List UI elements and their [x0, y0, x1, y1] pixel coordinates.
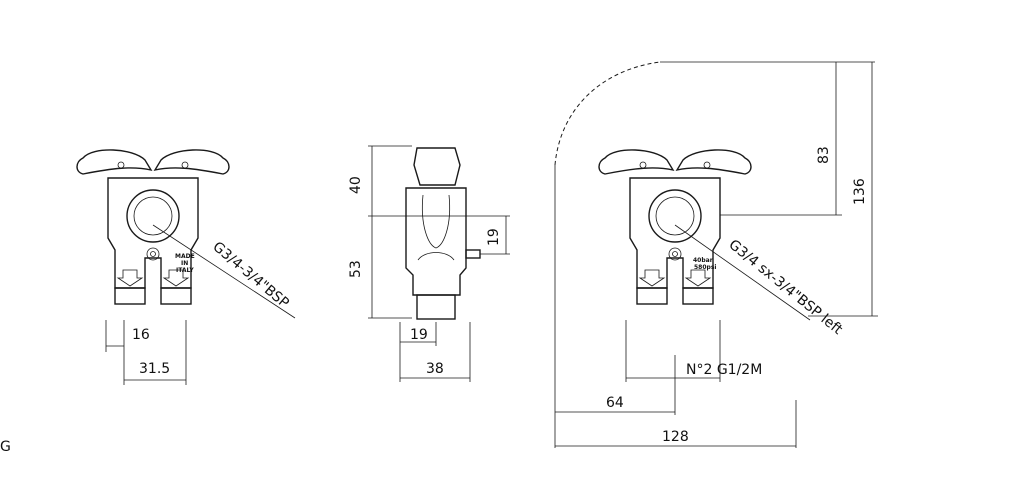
thread-label-left: G3/4-3/4"BSP [209, 239, 291, 312]
dim-40: 40 [348, 176, 364, 194]
in-label: IN [181, 260, 188, 267]
dim-16: 16 [132, 327, 150, 343]
left-front-view: MADE IN ITALY G3/4-3/4"BSP 16 31.5 [76, 149, 296, 385]
dim-53: 53 [348, 260, 364, 278]
dim-64: 64 [606, 395, 624, 411]
edge-fragment: G [0, 439, 11, 455]
dim-136: 136 [852, 178, 868, 205]
italy-label: ITALY [176, 267, 194, 274]
dim-31-5: 31.5 [139, 361, 170, 377]
made-label: MADE [175, 253, 195, 260]
dim-19-vertical: 19 [486, 228, 502, 246]
dim-19-horizontal: 19 [410, 327, 428, 343]
thread-label-right: G3/4 sx-3/4"BSP left [725, 237, 845, 339]
dim-38: 38 [426, 361, 444, 377]
right-front-view: 40bar 580psi G3/4 sx-3/4"BSP left N°2 G1… [554, 61, 878, 448]
pressure-bar-label: 40bar [693, 257, 713, 264]
side-view: 40 53 19 19 38 [348, 145, 510, 382]
dim-83: 83 [816, 146, 832, 164]
dim-128: 128 [662, 429, 689, 445]
pressure-psi-label: 580psi [694, 264, 716, 271]
outlet-note: N°2 G1/2M [686, 362, 762, 378]
